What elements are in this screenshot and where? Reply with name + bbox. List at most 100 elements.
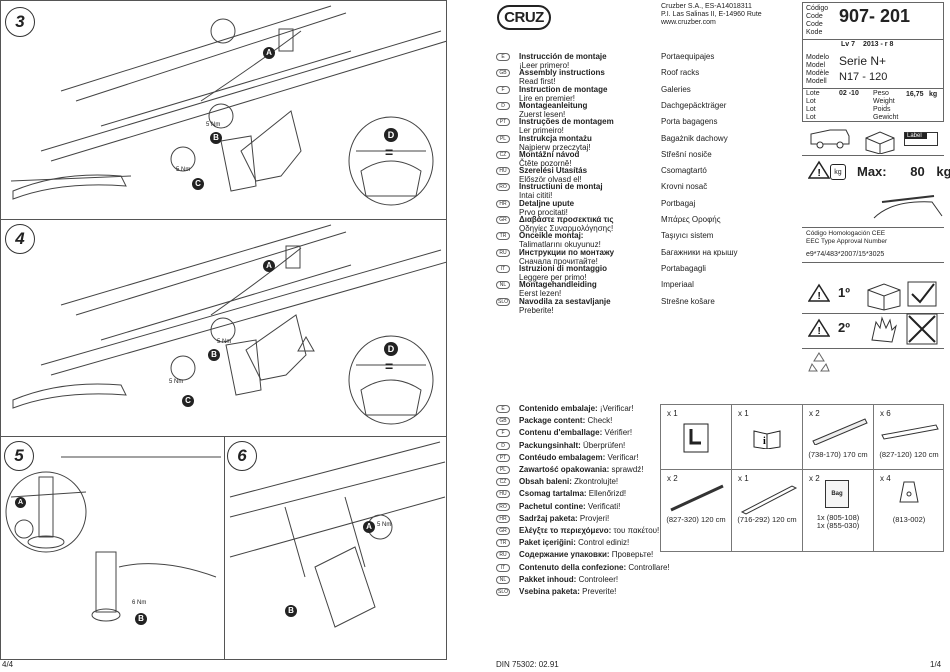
step-number-3: 3 [5,7,35,37]
contents-row: Obsah baleni: Zkontrolujte! [519,477,618,487]
weight-unit: kg [929,91,938,98]
contents-value: Check! [585,416,613,426]
parts-grid: x 1 x 1 i x 2 (738-170) 170 cm x 6 (827-… [660,404,944,552]
grid-line [731,405,732,551]
hardware-bag-icon: Bag [825,480,849,508]
instruction-sub: Preberite! [519,305,554,315]
weight-kg-icon: kg [830,164,846,180]
lot-label: Lote [806,90,820,97]
homologation-line: EEC Type Approval Number [806,238,888,245]
contents-row: Contenuto della confezione: Controllare! [519,563,670,573]
contents-row: Pachetul contine: Verificati! [519,502,620,512]
language-badge: GR [496,527,510,535]
max-value: 80 [910,164,925,179]
contents-row: Ελέγξτε το περιεχόμενο: του πακέτου! [519,526,659,536]
package-box-icon [865,131,895,154]
revision: 2013 - r 8 [863,41,894,48]
contents-row: Vsebina paketa: Preverite! [519,587,616,597]
instruction-sub: Lire en premier! [519,93,576,103]
torque-label: 6 Nm [132,600,147,606]
instruction-sub: Eerst lezen! [519,289,562,299]
instruction-sub: Čtěte pozorně! [519,158,572,168]
language-badge: GB [496,417,510,426]
callout-a: A [363,521,375,533]
contents-value: Zkontrolujte! [571,477,619,487]
contents-label: Csomag tartalma: [519,489,587,499]
product-name: Csomagtartó [661,166,707,176]
part-cell: x 6 (827-120) 120 cm [874,405,944,469]
contents-value: Ellenőrizd! [586,489,627,499]
step-5-illustration [5,456,221,622]
order-second: 2º [838,320,850,335]
callout-a: A [263,260,275,272]
contents-label: Packungsinhalt: [519,440,581,450]
label-tag-text: Label [905,133,927,139]
instruction-title: Инструкции по монтажу [519,247,615,257]
code-label: Código [806,5,829,12]
equal-sign: = [385,144,394,160]
max-label: Max: [857,164,887,179]
callout-a: A [15,497,26,508]
weight-label: Weight [873,98,895,105]
weight-value: 16,75 [906,91,924,98]
contents-label: Sadržaj paketa: [519,513,578,523]
grid-line [802,405,803,551]
svg-text:!: ! [818,168,821,179]
language-badge: PT [496,118,510,127]
product-name: Portaequipajes [661,52,715,61]
contents-row: Pakket inhoud: Controleer! [519,575,618,585]
warning-icon: ! [808,318,830,337]
contents-value: Проверьте! [609,550,654,560]
language-badge: TR [496,232,510,241]
product-name: Střešní nosiče [661,149,712,159]
language-badge: E [496,53,510,61]
instruction-title: Detaljne upute [519,198,575,208]
callout-b: B [210,132,222,144]
logo-text: CRUZ [504,9,544,26]
grid-line [661,469,943,470]
callout-d: D [384,342,398,356]
torque-label: 5 Nm [206,122,221,128]
contents-row: Sadržaj paketa: Provjeri! [519,514,609,524]
contents-label: Zawartość opakowania: [519,465,610,474]
contents-row: Paket içeriğini: Control ediniz! [519,538,629,548]
callout-c: C [182,395,194,407]
instruction-sub: Οδηγίες Συναρμολόγησης! [519,224,614,233]
step-5-panel: 5 A B 6 Nm [0,436,225,660]
company-line: www.cruzber.com [661,19,716,26]
step-4-panel: 4 A B C D = 5 Nm 5 Nm [0,219,447,437]
code-label: Kode [806,29,823,36]
product-name: Dachgepäckträger [661,100,727,110]
contents-value: sprawdź! [609,465,644,474]
instruction-sub: Talimatlarını okuyunuz! [519,240,601,250]
max-load: Max: 80 kg [857,164,950,179]
callout-d: D [384,128,398,142]
product-name: Taşıyıcı sistem [661,231,714,241]
instruction-title: Assembly instructions [519,68,605,78]
contents-value: Verificar! [605,452,639,462]
language-badge: SLO [496,588,510,596]
instruction-sub: Prvo procitati! [519,207,568,217]
product-name: Strešne košare [661,296,715,306]
contents-label: Contenido embalaje: [519,404,598,413]
language-badge: D [496,441,510,450]
callout-c: C [192,178,204,190]
instruction-title: Szerelési Utasítás [519,166,588,176]
product-name: Bagażnik dachowy [661,133,728,143]
bag-label: Bag [831,491,843,497]
language-badge: RO [496,183,510,192]
grid-line [873,405,874,551]
product-name: Roof racks [661,68,700,78]
model-label: Modell [806,78,827,85]
product-name: Krovni nosač [661,182,708,192]
instruction-text: Önceikle montaj:Talimatlarını okuyunuz! [519,231,659,249]
language-badge: CZ [496,150,510,159]
product-name: Imperiaal [661,280,694,290]
din-standard: DIN 75302: 02.91 [496,660,559,669]
language-badge: PL [496,466,510,474]
